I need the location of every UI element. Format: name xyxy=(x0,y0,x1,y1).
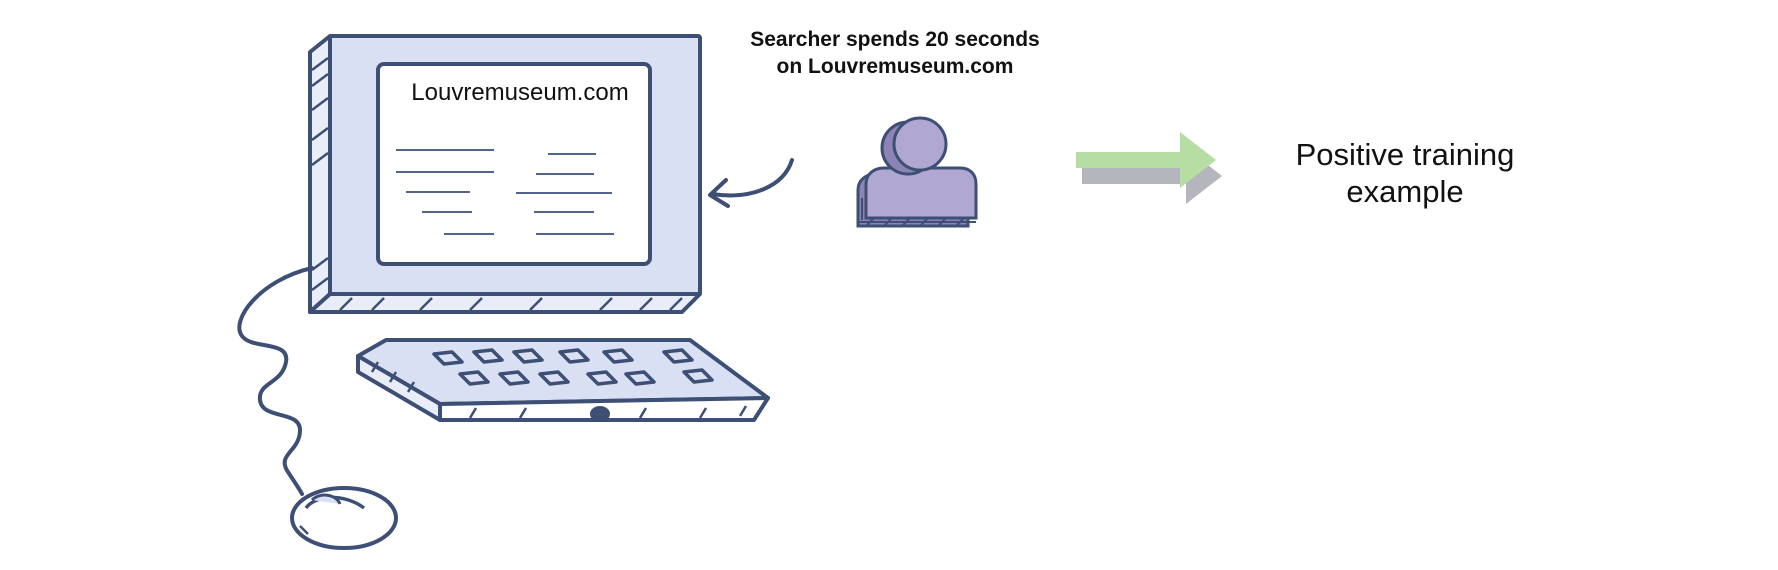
computer-monitor-icon xyxy=(308,34,702,314)
caption-line-2: on Louvremuseum.com xyxy=(776,55,1014,78)
person-icon xyxy=(856,116,978,228)
outcome-line-2: example xyxy=(1346,174,1464,209)
keyboard-icon xyxy=(356,338,770,422)
mouse-icon xyxy=(290,486,398,550)
mouse-cable xyxy=(237,266,314,496)
screen-title: Louvremuseum.com xyxy=(411,79,629,106)
curved-arrow-icon xyxy=(708,158,794,208)
outcome-line-1: Positive training xyxy=(1295,137,1515,172)
caption-line-1: Searcher spends 20 seconds xyxy=(750,28,1040,51)
outcome-label: Positive training example xyxy=(1255,136,1555,210)
caption: Searcher spends 20 seconds on Louvremuse… xyxy=(700,26,1090,80)
right-arrow-icon xyxy=(1076,132,1222,204)
